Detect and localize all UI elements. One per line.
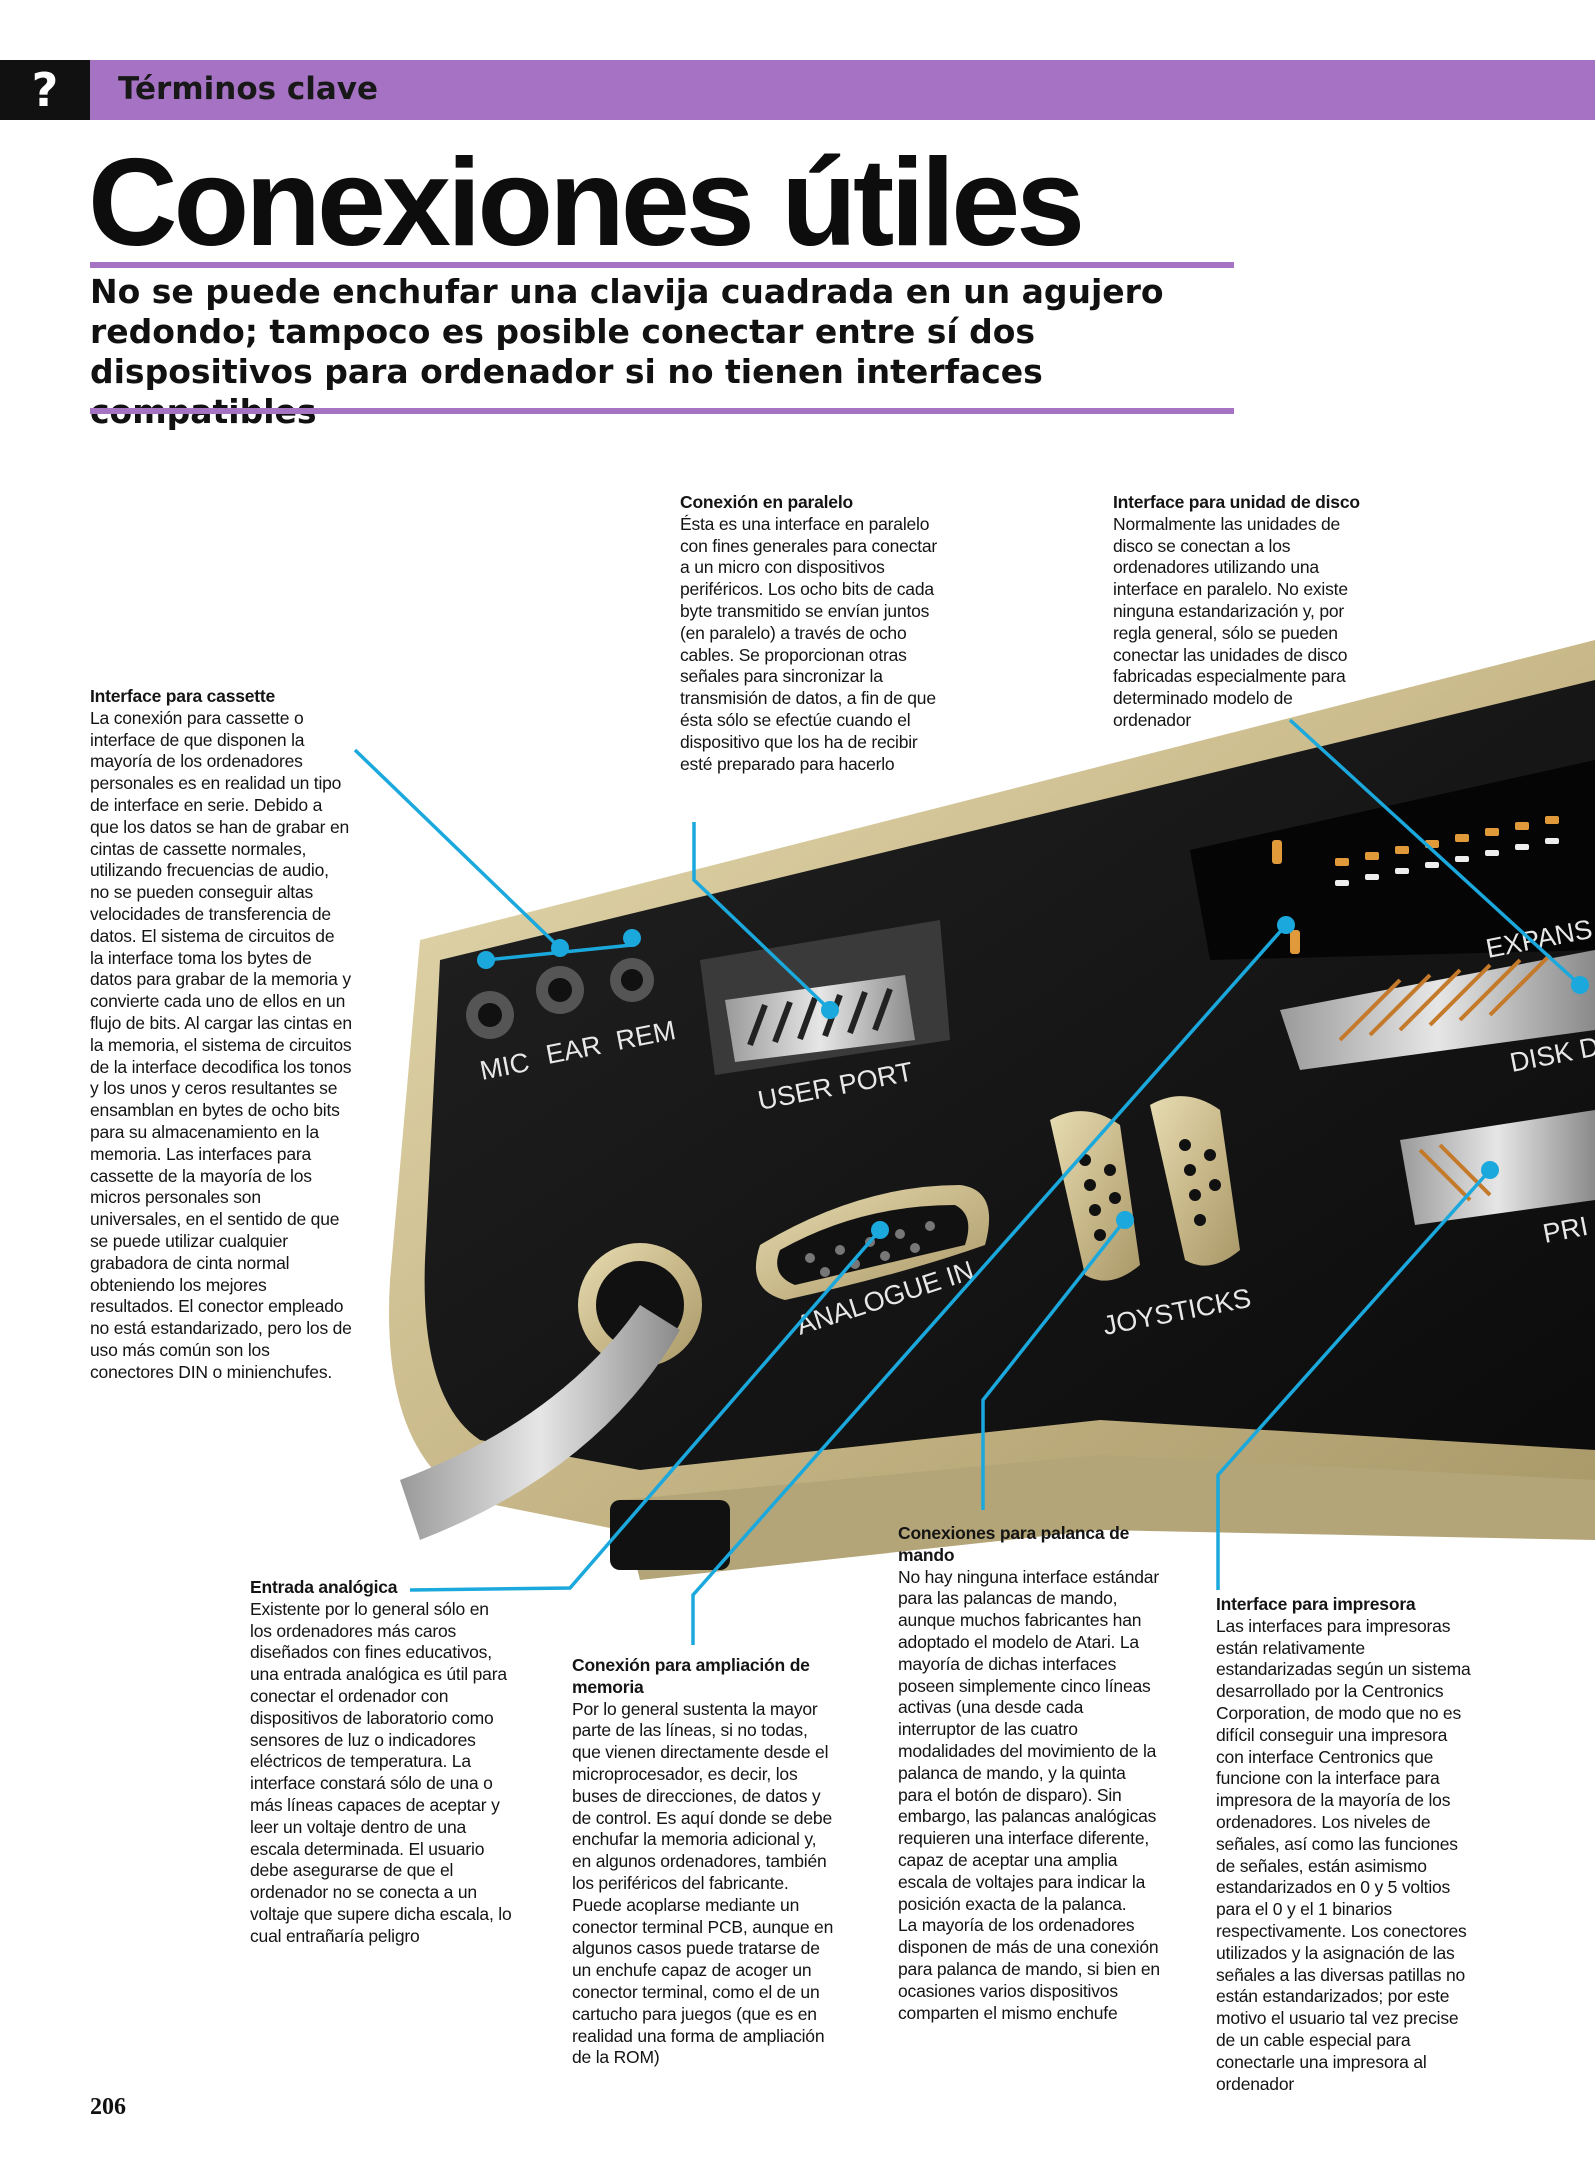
subtitle-rule: [90, 408, 1234, 414]
header-bar: [0, 60, 1595, 120]
joystick-text: No hay ninguna interface estándar para l…: [898, 1566, 1159, 1914]
parallel-text: Ésta es una interface en paralelo con fi…: [680, 513, 938, 774]
disk-text: Normalmente las unidades de disco se con…: [1113, 513, 1348, 730]
cassette-heading: Interface para cassette: [90, 686, 276, 706]
user-port-connector: [700, 920, 950, 1075]
memory-annotation: Conexión para ampliación de memoria Por …: [572, 1655, 834, 2069]
cassette-jacks: [466, 958, 654, 1039]
analog-heading: Entrada analógica: [250, 1577, 398, 1597]
memory-text: Por lo general sustenta la mayor parte d…: [572, 1698, 834, 2068]
analog-text: Existente por lo general sólo en los ord…: [250, 1598, 512, 1946]
printer-annotation: Interface para impresora Las interfaces …: [1216, 1594, 1478, 2095]
joystick-ports: [1050, 1096, 1240, 1281]
disk-heading: Interface para unidad de disco: [1113, 492, 1360, 512]
leader-lines: [353, 718, 1582, 1645]
joystick-text-2: La mayoría de los ordenadores disponen d…: [898, 1915, 1160, 2023]
cassette-annotation: Interface para cassette La conexión para…: [90, 686, 352, 1384]
parallel-heading: Conexión en paralelo: [680, 492, 853, 512]
joystick-annotation: Conexiones para palanca de mando No hay …: [898, 1523, 1160, 2024]
expansion-slot: [1190, 760, 1595, 960]
analog-annotation: Entrada analógica Existente por lo gener…: [250, 1577, 512, 1948]
printer-heading: Interface para impresora: [1216, 1594, 1416, 1614]
subtitle: No se puede enchufar una clavija cuadrad…: [90, 272, 1164, 431]
disk-connector: [1280, 950, 1595, 1070]
page-title: Conexiones útiles: [88, 134, 1085, 272]
memory-heading: Conexión para ampliación de memoria: [572, 1655, 810, 1697]
disk-annotation: Interface para unidad de disco Normalmen…: [1113, 492, 1368, 732]
cassette-text: La conexión para cassette o interface de…: [90, 707, 352, 1382]
section-label: Términos clave: [118, 71, 379, 107]
question-mark-icon: ?: [0, 60, 90, 120]
power-cable: [400, 1243, 702, 1540]
parallel-annotation: Conexión en paralelo Ésta es una interfa…: [680, 492, 948, 775]
page-number: 206: [90, 2094, 126, 2120]
title-rule: [90, 262, 1234, 268]
printer-text: Las interfaces para impresoras están rel…: [1216, 1615, 1471, 2094]
joystick-heading: Conexiones para palanca de mando: [898, 1523, 1130, 1565]
leader-dots: [477, 916, 1589, 1239]
